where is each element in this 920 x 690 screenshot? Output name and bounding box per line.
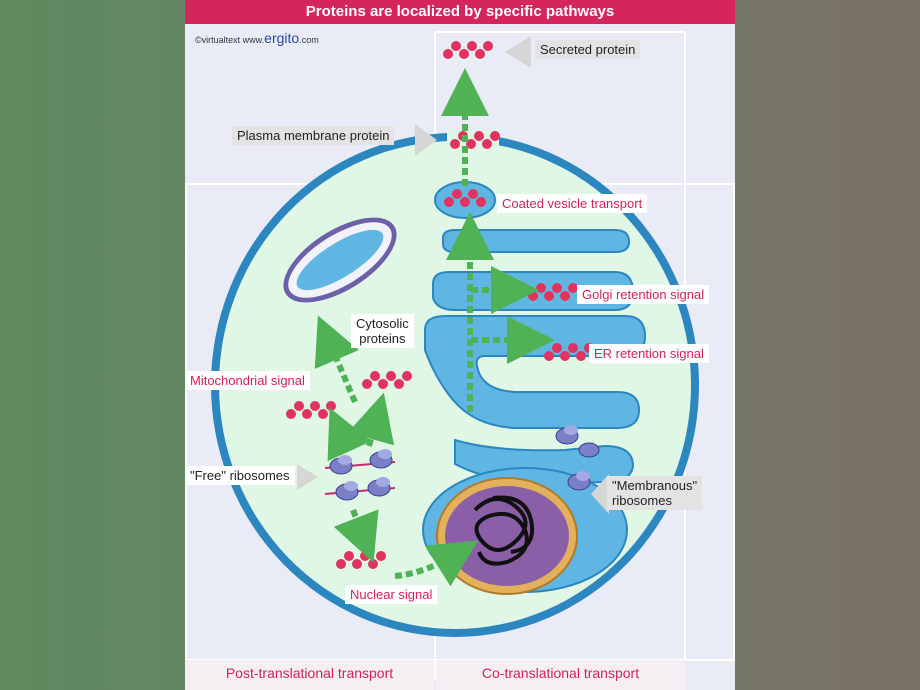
credit-prefix: ©virtualtext www. bbox=[195, 35, 265, 45]
free-ribosome-to-mito-arrow bbox=[327, 407, 372, 462]
secreted-pointer bbox=[505, 36, 531, 68]
ribosome-to-nuclear-arrow bbox=[333, 508, 379, 563]
vesicle-protein-beads bbox=[444, 189, 486, 207]
label-nuclear-signal: Nuclear signal bbox=[345, 585, 438, 604]
membranous-ribosomes bbox=[555, 425, 600, 491]
mitochondrion bbox=[283, 217, 397, 303]
label-mitochondrial-signal: Mitochondrial signal bbox=[185, 371, 310, 390]
cytosolic-protein-beads bbox=[362, 371, 412, 389]
free-ribosome-pointer bbox=[297, 464, 318, 490]
plasma-membrane-pointer bbox=[415, 124, 437, 156]
label-cytosolic-proteins: Cytosolic proteins bbox=[351, 314, 414, 348]
label-free-ribosomes: "Free" ribosomes bbox=[185, 466, 295, 485]
credit-line: ©virtualtext www.ergito.com bbox=[195, 30, 319, 46]
transport-arrows bbox=[314, 68, 555, 587]
label-coated-vesicle-transport: Coated vesicle transport bbox=[497, 194, 648, 213]
chromatin bbox=[473, 495, 534, 566]
label-golgi-retention-signal: Golgi retention signal bbox=[577, 285, 710, 304]
credit-suffix: .com bbox=[299, 35, 319, 45]
membrane-protein-beads bbox=[450, 131, 500, 149]
membranous-ribosome-pointer bbox=[591, 474, 609, 514]
label-cytosolic-line2: proteins bbox=[359, 331, 406, 346]
credit-brand: ergito bbox=[264, 30, 300, 46]
nuclear-import-arrow bbox=[394, 540, 479, 587]
label-membranous-line1: "Membranous" bbox=[612, 478, 698, 493]
label-cytosolic-line1: Cytosolic bbox=[356, 316, 409, 331]
secreted-protein-beads bbox=[443, 41, 493, 59]
label-secreted-protein: Secreted protein bbox=[535, 40, 641, 59]
label-membranous-ribosomes: "Membranous" ribosomes bbox=[607, 476, 703, 510]
endoplasmic-reticulum bbox=[424, 315, 647, 486]
mitochondria-arrow bbox=[314, 315, 359, 404]
footer-post-translational: Post-translational transport bbox=[185, 660, 434, 690]
cell-diagram bbox=[185, 31, 735, 680]
free-ribosomes bbox=[324, 449, 396, 501]
label-plasma-membrane-protein: Plasma membrane protein bbox=[232, 126, 395, 145]
diagram-title: Proteins are localized by specific pathw… bbox=[185, 0, 735, 24]
footer-co-translational: Co-translational transport bbox=[436, 660, 685, 690]
label-er-retention-signal: ER retention signal bbox=[589, 344, 709, 363]
label-membranous-line2: ribosomes bbox=[612, 493, 672, 508]
free-ribosome-to-cytosol-arrow bbox=[347, 392, 395, 447]
diagram-slide: Proteins are localized by specific pathw… bbox=[185, 0, 735, 690]
